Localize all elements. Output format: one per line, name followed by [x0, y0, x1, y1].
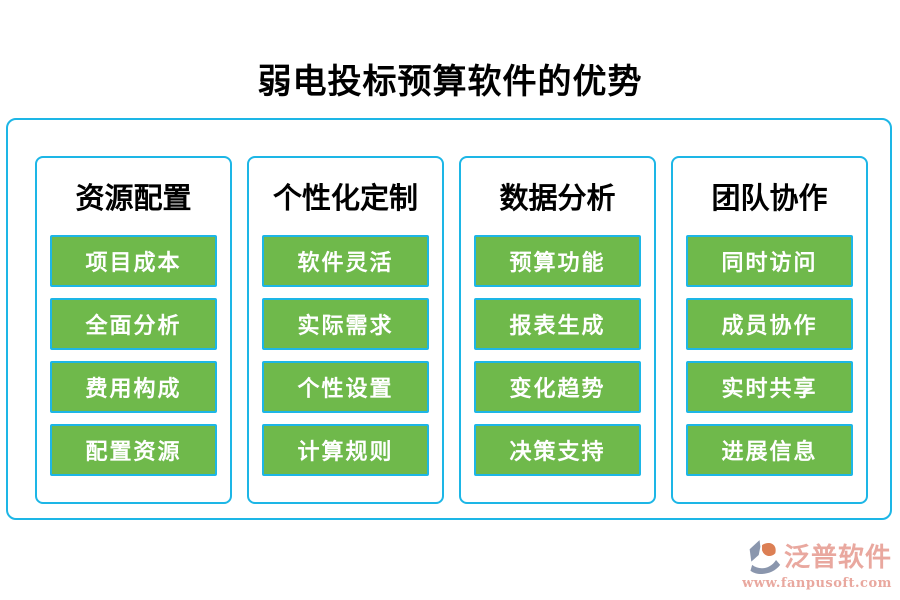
feature-button[interactable]: 预算功能 — [474, 235, 641, 287]
feature-button[interactable]: 软件灵活 — [262, 235, 429, 287]
feature-button[interactable]: 报表生成 — [474, 298, 641, 350]
fanpu-website-url: www.fanpusoft.com — [742, 576, 892, 592]
feature-button[interactable]: 同时访问 — [686, 235, 853, 287]
column-header: 数据分析 — [499, 181, 616, 215]
fanpu-logo: 泛普软件 www.fanpusoft.com — [742, 539, 892, 592]
fanpu-logo-icon — [748, 539, 781, 576]
feature-button[interactable]: 变化趋势 — [474, 361, 641, 413]
column-header: 团队协作 — [711, 181, 828, 215]
feature-button[interactable]: 个性设置 — [262, 361, 429, 413]
feature-button[interactable]: 进展信息 — [686, 424, 853, 476]
feature-button[interactable]: 成员协作 — [686, 298, 853, 350]
column-data-analysis: 数据分析 预算功能 报表生成 变化趋势 决策支持 — [459, 156, 656, 504]
column-team-collaboration: 团队协作 同时访问 成员协作 实时共享 进展信息 — [671, 156, 868, 504]
feature-button[interactable]: 计算规则 — [262, 424, 429, 476]
column-personalization: 个性化定制 软件灵活 实际需求 个性设置 计算规则 — [247, 156, 444, 504]
feature-button[interactable]: 决策支持 — [474, 424, 641, 476]
column-header: 个性化定制 — [272, 181, 418, 215]
feature-button[interactable]: 项目成本 — [50, 235, 217, 287]
advantages-board: 资源配置 项目成本 全面分析 费用构成 配置资源 个性化定制 软件灵活 实际需求… — [6, 118, 892, 520]
column-resource-allocation: 资源配置 项目成本 全面分析 费用构成 配置资源 — [35, 156, 232, 504]
feature-button[interactable]: 费用构成 — [50, 361, 217, 413]
column-header: 资源配置 — [75, 181, 192, 215]
brand-name: 泛普软件 — [783, 542, 892, 573]
feature-button[interactable]: 全面分析 — [50, 298, 217, 350]
feature-button[interactable]: 实时共享 — [686, 361, 853, 413]
page-title: 弱电投标预算软件的优势 — [257, 62, 643, 102]
feature-button[interactable]: 实际需求 — [262, 298, 429, 350]
feature-button[interactable]: 配置资源 — [50, 424, 217, 476]
